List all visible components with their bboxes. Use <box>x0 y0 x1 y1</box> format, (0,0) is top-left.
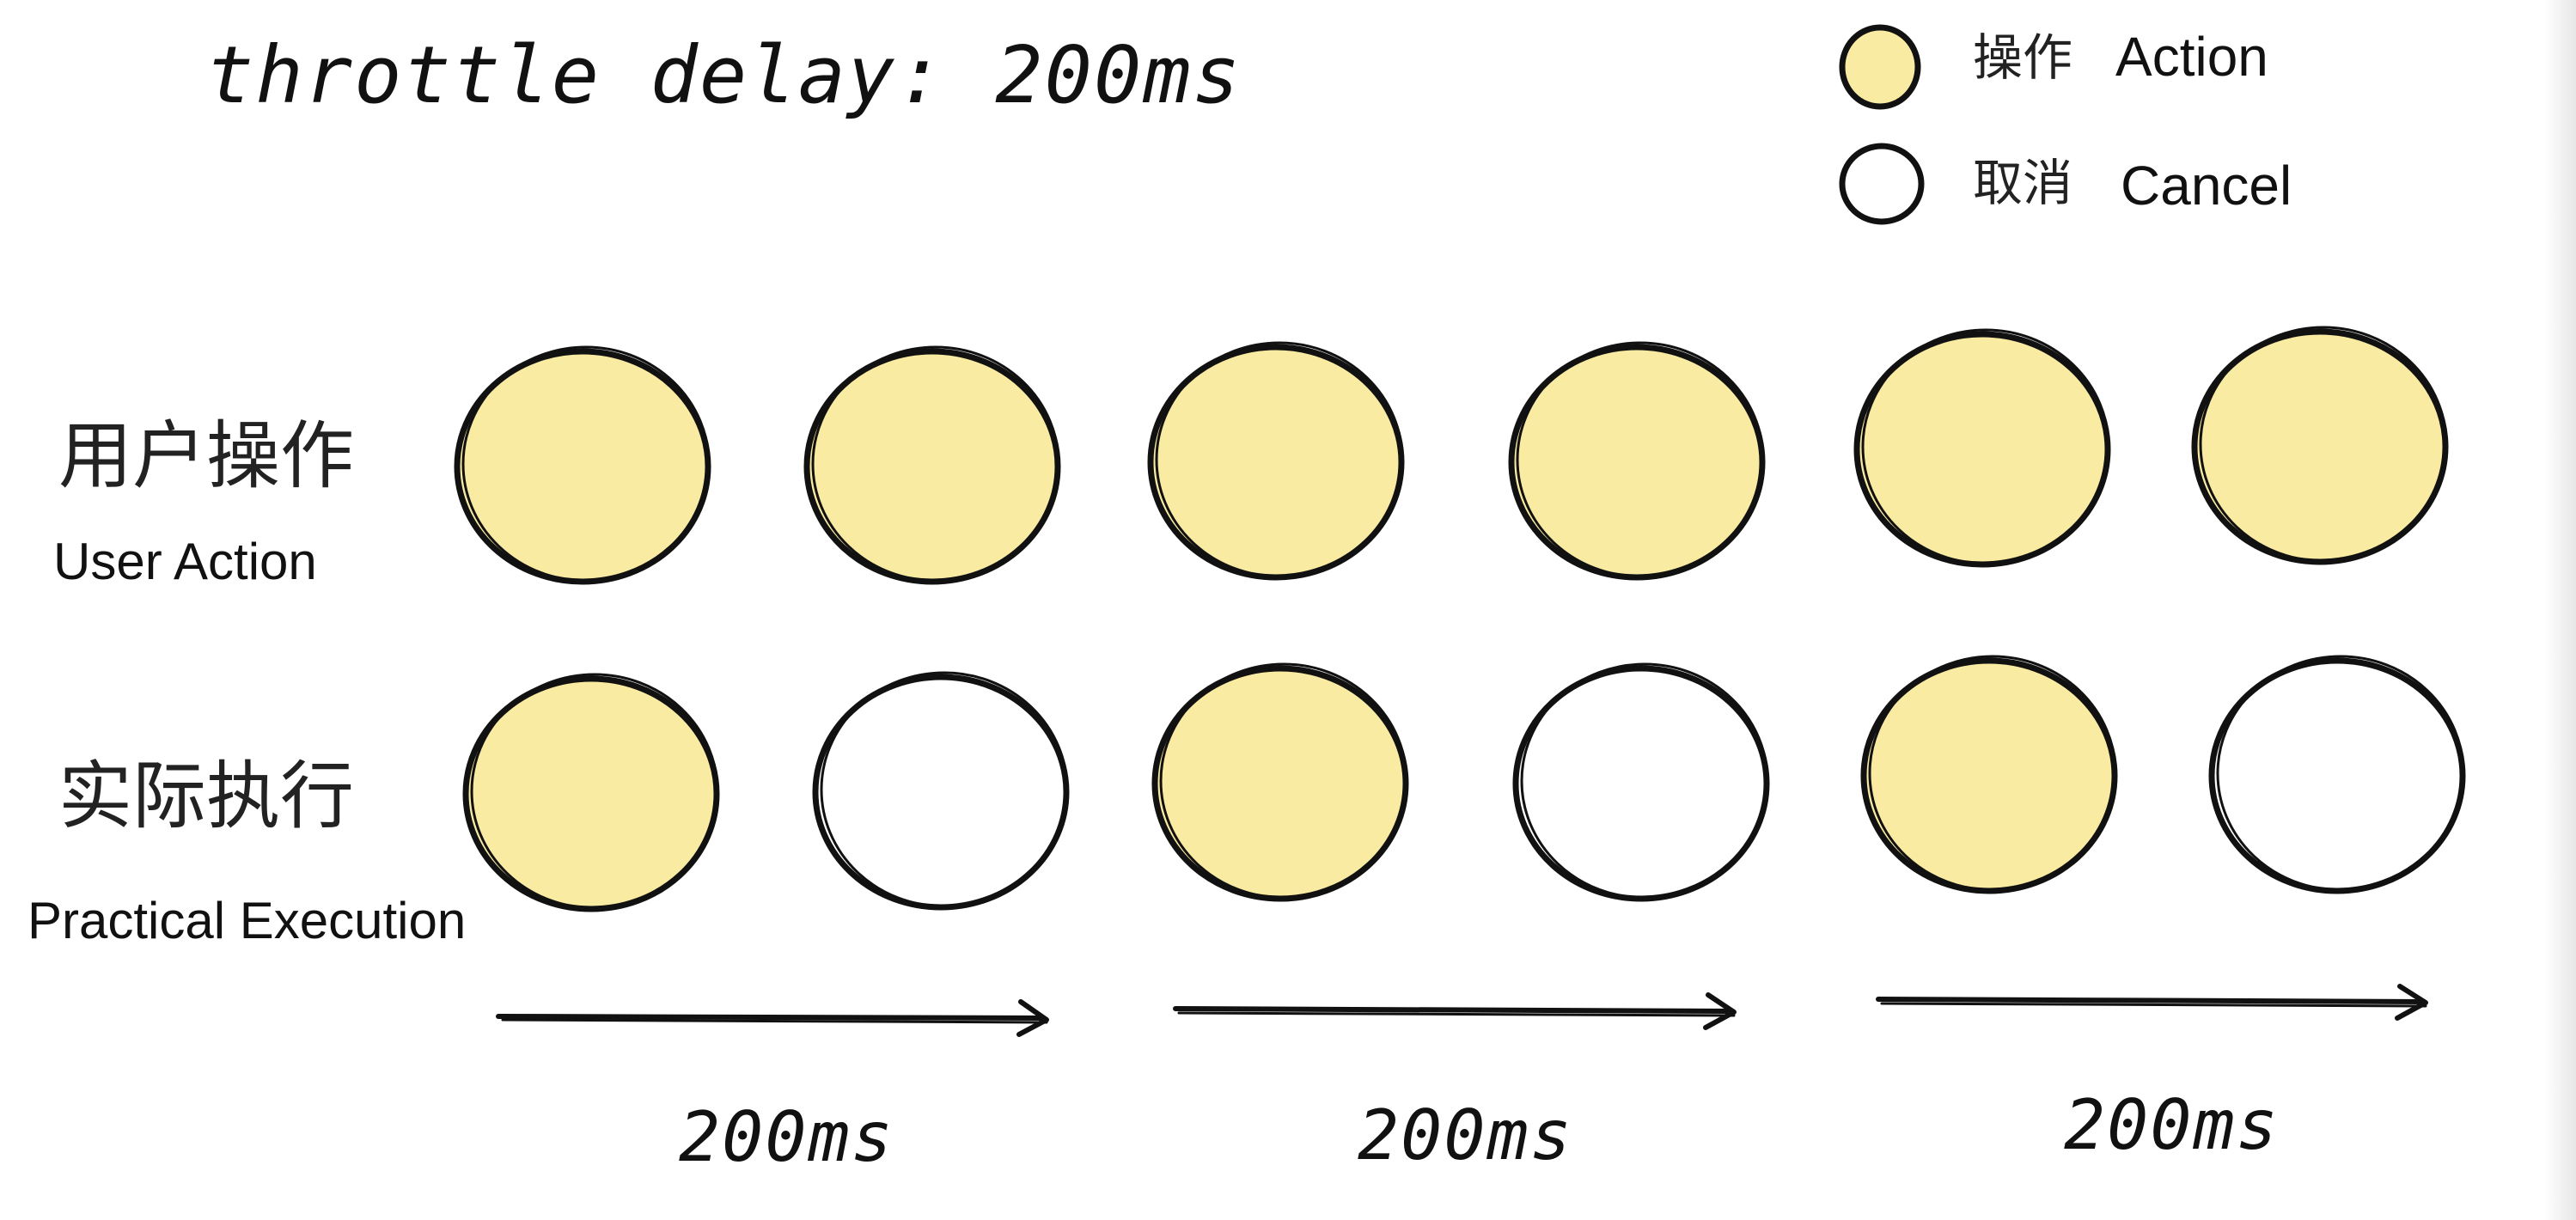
execution-circle-1 <box>462 673 720 912</box>
user-action-row <box>454 326 2449 585</box>
interval-arrow-3 <box>1876 984 2428 1021</box>
user-action-circle-6 <box>2191 326 2449 565</box>
legend-cancel-swatch <box>1839 143 1925 225</box>
practical-execution-label-cn: 实际执行 <box>58 753 354 839</box>
user-action-circle-4 <box>1508 341 1766 581</box>
legend-action-cn: 操作 <box>1973 28 2073 87</box>
execution-circle-4 <box>1512 662 1770 902</box>
user-action-label-en: User Action <box>53 533 317 590</box>
interval-label-2: 200ms <box>1358 1095 1573 1175</box>
interval-label-3: 200ms <box>2064 1085 2280 1165</box>
execution-circle-3 <box>1151 662 1409 902</box>
practical-execution-row <box>462 655 2466 912</box>
legend-action-en: Action <box>2115 26 2268 88</box>
interval-arrow-1 <box>496 999 1049 1037</box>
legend-cancel-en: Cancel <box>2121 155 2292 217</box>
interval-label-1: 200ms <box>679 1097 894 1177</box>
interval-arrow-2 <box>1173 992 1737 1030</box>
diagram-title: throttle delay: 200ms <box>206 29 1242 121</box>
execution-circle-6 <box>2208 655 2466 894</box>
legend-action-swatch <box>1839 24 1921 110</box>
practical-execution-label-en: Practical Execution <box>27 892 467 949</box>
user-action-circle-5 <box>1853 328 2111 568</box>
execution-circle-2 <box>812 671 1070 911</box>
user-action-circle-1 <box>454 345 711 585</box>
execution-circle-5 <box>1860 655 2118 894</box>
page-edge-shadow <box>2545 0 2576 1220</box>
user-action-label-cn: 用户操作 <box>58 413 354 499</box>
legend-cancel-cn: 取消 <box>1973 154 2073 212</box>
user-action-circle-3 <box>1147 341 1405 581</box>
user-action-circle-2 <box>803 345 1061 585</box>
